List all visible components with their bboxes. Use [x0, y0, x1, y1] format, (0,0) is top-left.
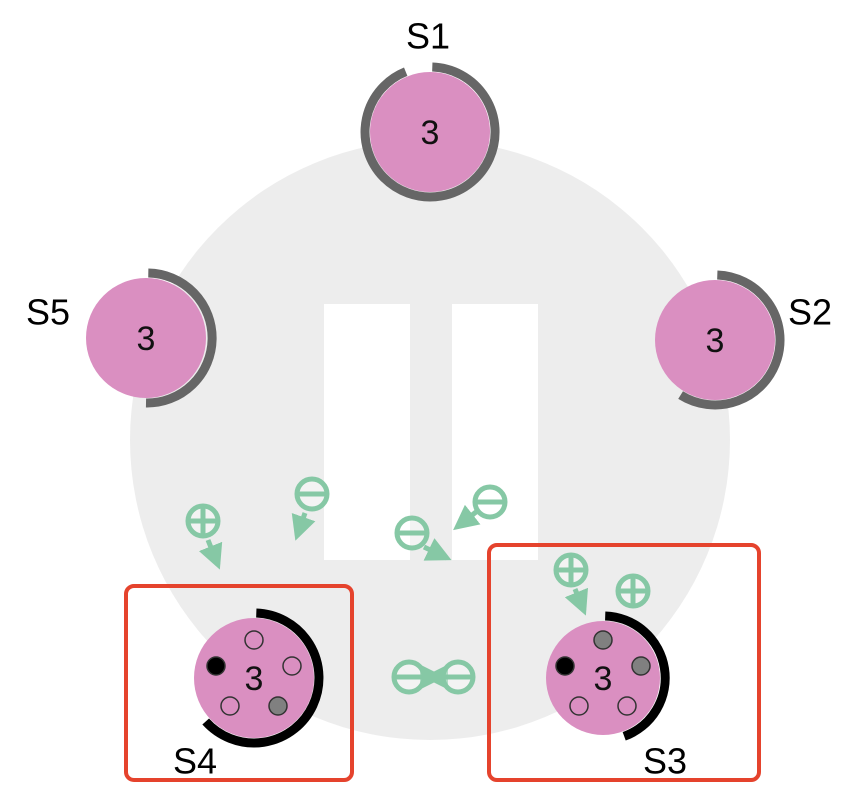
log-dot-s4-5 [206, 656, 226, 676]
server-term-s1: 3 [421, 114, 440, 152]
log-dots-s4 [206, 630, 302, 716]
server-label-s1: S1 [406, 16, 450, 57]
plus-circle-icon-6 [615, 573, 651, 609]
message-arrow-4 [453, 504, 481, 531]
log-dot-s4-2 [282, 656, 302, 676]
server-term-s2: 3 [706, 322, 725, 360]
log-dot-s3-1 [593, 630, 613, 650]
plus-circle-icon-5 [553, 552, 589, 616]
log-dot-s4-1 [244, 630, 264, 650]
minus-circle-icon-3 [394, 515, 452, 561]
message-layer [185, 476, 651, 695]
log-dots-s3 [555, 630, 651, 716]
log-dot-s4-4 [220, 696, 240, 716]
server-label-s3: S3 [643, 741, 687, 782]
log-dot-s3-2 [631, 656, 651, 676]
timeout-arc-s2 [678, 270, 785, 410]
server-term-s5: 3 [137, 320, 156, 358]
server-term-s3: 3 [594, 660, 613, 698]
minus-circle-icon-8 [423, 659, 476, 695]
server-body-s2 [655, 280, 775, 400]
server-label-s2: S2 [788, 292, 832, 333]
server-label-s5: S5 [26, 292, 70, 333]
server-node-s3[interactable]: 3 S3 [546, 611, 687, 782]
timeout-arc-s3 [604, 611, 670, 741]
highlight-box-s3 [487, 543, 761, 782]
log-dot-s3-5 [555, 656, 575, 676]
log-dot-s3-3 [617, 696, 637, 716]
server-node-s5[interactable]: 3 S5 [26, 268, 217, 408]
server-node-s4[interactable]: 3 S4 [173, 608, 324, 782]
highlight-box-s4 [124, 584, 354, 782]
server-body-s5 [86, 278, 206, 398]
message-arrow-1 [198, 539, 223, 570]
message-arrow-5 [564, 587, 588, 616]
timeout-arc-s5 [145, 268, 217, 408]
minus-circle-icon-2 [291, 476, 330, 541]
timeout-arc-s1 [360, 62, 500, 202]
log-dot-s3-4 [569, 696, 589, 716]
timeout-arc-s4 [202, 608, 324, 748]
message-arrow-3 [422, 538, 452, 561]
minus-circle-icon-4 [453, 484, 508, 531]
message-arrow-2 [291, 512, 316, 541]
server-body-s1 [370, 72, 490, 192]
server-term-s4: 3 [245, 660, 264, 698]
plus-circle-icon-1 [185, 503, 223, 570]
server-node-s2[interactable]: 3 S2 [655, 270, 832, 410]
server-label-s4: S4 [173, 741, 217, 782]
server-node-s1[interactable]: 3 S1 [360, 16, 500, 202]
log-dot-s4-3 [268, 696, 288, 716]
